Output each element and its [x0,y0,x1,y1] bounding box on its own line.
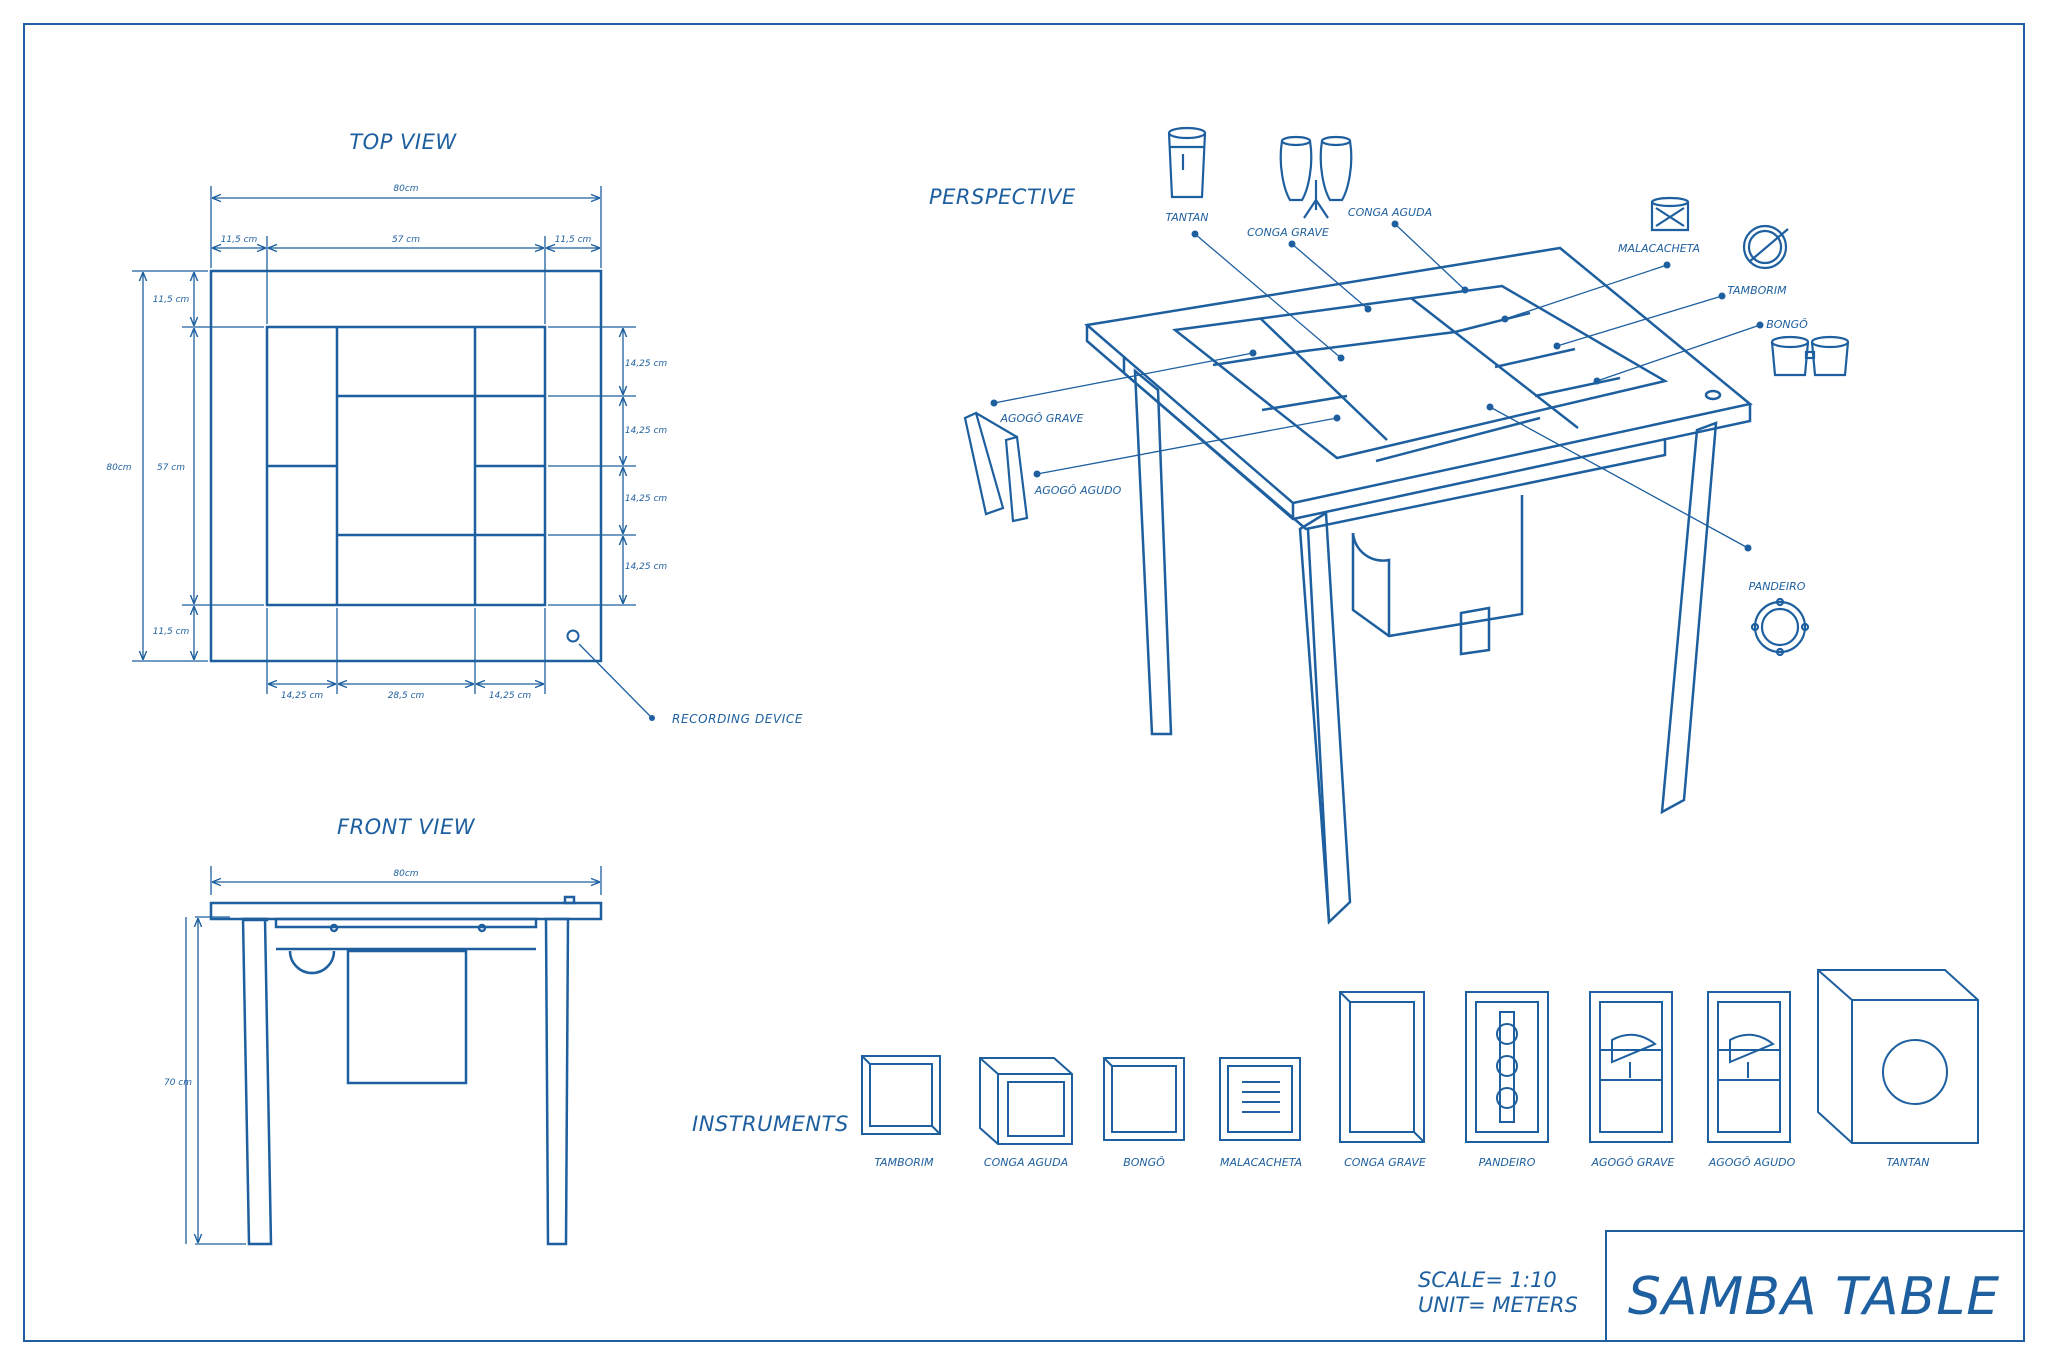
title-block: SAMBA TABLE SCALE= 1:10 UNIT= METERS [1418,1230,2025,1342]
callout-tamborim: TAMBORIM [1727,284,1787,297]
callout-conga-aguda: CONGA AGUDA [1348,206,1432,219]
label-agogo-agudo: AGOGÔ AGUDO [1708,1156,1796,1169]
recording-device-icon [566,629,580,643]
scale-note: SCALE= 1:10 [1418,1268,1557,1292]
callout-bongo: BONGÔ [1766,318,1808,331]
callout-malacacheta: MALACACHETA [1618,242,1700,255]
callout-agogo-grave: AGOGÔ GRAVE [999,412,1083,425]
front-view-height-dim: 70 cm [164,1078,192,1088]
label-malacacheta: MALACACHETA [1220,1156,1302,1169]
dim-row-3: 14,25 cm [625,494,668,504]
dim-border-left: 11,5 cm [221,235,258,245]
callout-pandeiro: PANDEIRO [1749,580,1806,593]
box-pandeiro [1465,991,1549,1143]
perspective-table [1084,246,1753,925]
callout-agogo-agudo: AGOGÔ AGUDO [1034,484,1122,497]
bongo-icon [1770,335,1850,377]
dim-col-right: 14,25 cm [489,691,532,701]
dim-overall-height: 80cm [106,463,131,473]
front-view-width-dim: 80cm [393,869,418,879]
label-bongo: BONGÔ [1123,1156,1165,1169]
dim-row-4: 14,25 cm [625,562,668,572]
title-box [1605,1230,2025,1342]
dim-border-top: 11,5 cm [153,295,190,305]
tamborim-icon [1742,224,1789,270]
top-view-dim-lines [132,186,636,694]
agogo-icon [963,411,1029,523]
front-view-table [209,895,603,1246]
top-view-grid [267,327,545,605]
unit-note: UNIT= METERS [1418,1293,1578,1317]
dim-col-left: 14,25 cm [281,691,324,701]
label-tamborim: TAMBORIM [874,1156,934,1169]
front-view: FRONT VIEW 80cm 70 cm [164,815,603,1246]
dim-inner-width: 57 cm [392,235,420,245]
label-pandeiro: PANDEIRO [1479,1156,1536,1169]
callout-conga-grave: CONGA GRAVE [1247,226,1329,239]
top-view-heading: TOP VIEW [349,130,457,154]
box-tantan [1817,969,1979,1144]
box-tamborim [861,1055,941,1135]
sheet-border [23,23,2025,1342]
dim-row-2: 14,25 cm [625,426,668,436]
front-view-heading: FRONT VIEW [337,815,476,839]
box-malacacheta [1219,1057,1301,1141]
box-conga-aguda [979,1057,1073,1145]
box-agogo-grave [1589,991,1673,1143]
recording-device-leader [578,643,653,719]
top-view: TOP VIEW [106,130,803,726]
instruments-section: INSTRUMENTS [692,969,1979,1169]
label-conga-aguda: CONGA AGUDA [984,1156,1068,1169]
dim-border-bottom: 11,5 cm [153,627,190,637]
malacacheta-icon [1650,196,1690,232]
dim-border-right: 11,5 cm [555,235,592,245]
tantan-icon [1167,126,1207,199]
dim-row-1: 14,25 cm [625,359,668,369]
dim-overall-width: 80cm [393,184,418,194]
perspective-view: PERSPECTIVE [929,126,1850,925]
conga-pair-icon [1279,135,1353,219]
callout-tantan: TANTAN [1166,211,1209,224]
instruments-heading: INSTRUMENTS [692,1112,849,1136]
box-conga-grave [1339,991,1425,1143]
label-tantan: TANTAN [1887,1156,1930,1169]
dim-inner-height: 57 cm [157,463,185,473]
dim-col-center: 28,5 cm [388,691,425,701]
perspective-heading: PERSPECTIVE [929,185,1076,209]
pandeiro-icon [1750,597,1810,657]
box-bongo [1103,1057,1185,1141]
recording-device-label: RECORDING DEVICE [672,712,803,726]
label-conga-grave: CONGA GRAVE [1344,1156,1426,1169]
box-agogo-agudo [1707,991,1791,1143]
drawing-title: SAMBA TABLE [1628,1267,2000,1327]
label-agogo-grave: AGOGÔ GRAVE [1590,1156,1674,1169]
